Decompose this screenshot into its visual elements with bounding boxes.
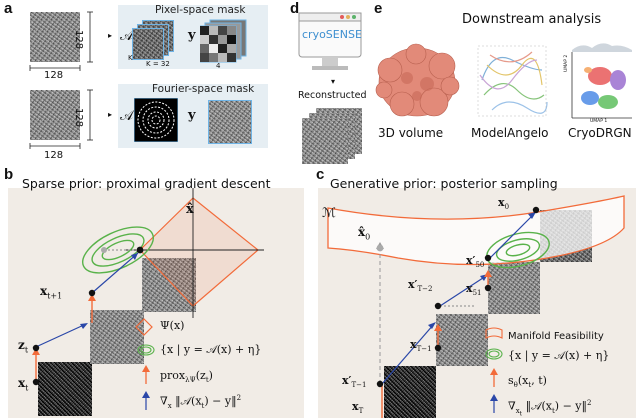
noise-image-T1 (436, 314, 488, 366)
mask-stack-1 (132, 28, 164, 60)
cryodrgn-label: CryoDRGN (568, 126, 632, 140)
xT2p-label: x′T−2 (408, 278, 433, 294)
arrow-icon: ▸ (108, 31, 113, 40)
model-label: ModelAngelo (471, 126, 549, 140)
size-label-bottom-2: 128 (44, 150, 64, 161)
downstream-title: Downstream analysis (462, 12, 602, 27)
xT1-label: xT−1 (410, 338, 432, 354)
panel-letter-d: d (290, 0, 300, 17)
noise-image-T (384, 366, 436, 418)
recon-stack-1 (302, 118, 348, 164)
manifold-label: ℳ (322, 206, 336, 221)
z-t-label: zt (18, 338, 29, 355)
app-name: cryoSENSE (302, 28, 362, 41)
noise-image-t1 (142, 258, 196, 312)
size-label-side-2: 128 (73, 108, 84, 128)
umap-icon (571, 43, 632, 119)
K-eq-label: K = 32 (146, 60, 170, 68)
size-label-bottom: 128 (44, 70, 64, 81)
x0-label: x0 (498, 196, 510, 212)
model-icon (477, 45, 548, 117)
x50p-label: x′50 (466, 254, 485, 270)
noise-image-t (38, 362, 92, 416)
arrow-icon-2: ▸ (108, 110, 113, 119)
noise-image-z (90, 310, 144, 364)
legend-set: {x | y = 𝒜(x) + η} (160, 343, 262, 356)
umap2-axis: UMAP 2 (564, 54, 569, 72)
panel-letter-b: b (4, 166, 14, 183)
micrograph-image-2 (30, 90, 80, 140)
x51-label: x51 (466, 282, 482, 298)
legend-psi: Ψ(x) (160, 319, 185, 332)
panel-b-title: Sparse prior: proximal gradient descent (22, 176, 271, 191)
fourier-mask-title: Fourier-space mask (152, 83, 255, 95)
A-symbol: 𝒜 (120, 28, 134, 44)
y-symbol: y (188, 28, 196, 43)
dimension-lines-2 (29, 89, 93, 149)
K-label: K (128, 54, 133, 62)
panel-c-diagram (327, 195, 625, 418)
legend-prox: proxλΨ(zt) (160, 369, 213, 385)
legend-score: sθ(xt, t) (508, 374, 547, 390)
legend-manifold: Manifold Feasibility (508, 331, 604, 342)
legend-grad: ∇x ‖𝒜(xt) − y‖2 (160, 394, 242, 410)
panel-letter-c: c (316, 166, 325, 183)
umap1-axis: UMAP 1 (590, 119, 608, 124)
pixel-mask-title: Pixel-space mask (155, 4, 246, 16)
legend-grad-c: ∇xt ‖𝒜(xt) − y‖2 (508, 399, 592, 418)
fourier-measurement (208, 100, 252, 144)
xhat-label: x̂ (186, 202, 194, 217)
panel-letter-a: a (4, 0, 13, 17)
x0hat-label: x̂0 (358, 225, 371, 242)
fourier-mask-icon (134, 98, 178, 142)
y-symbol-2: y (188, 108, 196, 123)
x-t-label: xt (18, 376, 29, 393)
xT1p-label: x′T−1 (342, 374, 367, 390)
panel-b-diagram (32, 188, 264, 410)
reconstructed-label: Reconstructed (298, 90, 367, 101)
size-label-side: 128 (73, 30, 84, 50)
down-arrow-icon: ▾ (331, 77, 336, 86)
measurement-blocks (200, 19, 247, 63)
legend-set-c: {x | y = 𝒜(x) + η} (508, 349, 610, 362)
micrograph-image (30, 12, 80, 62)
panel-c-title: Generative prior: posterior sampling (330, 176, 558, 191)
four-label: 4 (216, 62, 221, 70)
volume-label: 3D volume (378, 126, 444, 140)
computer-icon (298, 12, 362, 70)
A-symbol-2: 𝒜 (120, 108, 134, 124)
panel-letter-e: e (374, 0, 383, 17)
dimension-lines (29, 11, 93, 71)
x-t1-label: xt+1 (40, 284, 63, 301)
volume-icon (375, 43, 460, 117)
xT-label: xT (352, 400, 364, 416)
noise-image-51 (488, 262, 540, 314)
